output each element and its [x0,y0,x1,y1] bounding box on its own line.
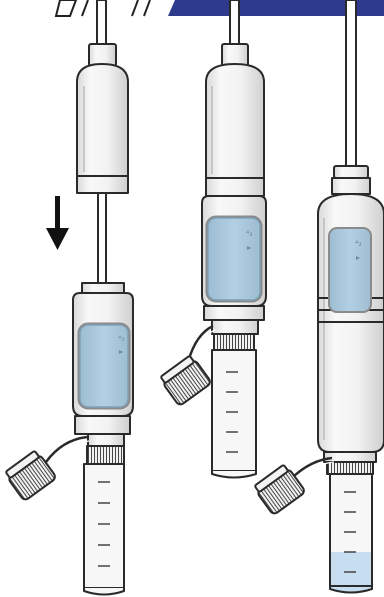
wire-mid [98,193,106,285]
wire [346,0,356,170]
svg-text:⁴₃: ⁴₃ [246,229,252,238]
threaded-cap-icon [159,354,212,406]
assembly-step-1: ⁴₃ [4,0,133,595]
svg-text:⁴₃: ⁴₃ [355,239,361,248]
assembly-step-2: ⁴₃ [159,0,266,478]
assembly-step-3: ⁴₃ [253,0,384,593]
wire [230,0,239,48]
svg-text:⁴₃: ⁴₃ [118,334,124,343]
down-arrow-icon [46,196,69,250]
wire-top [97,0,106,48]
